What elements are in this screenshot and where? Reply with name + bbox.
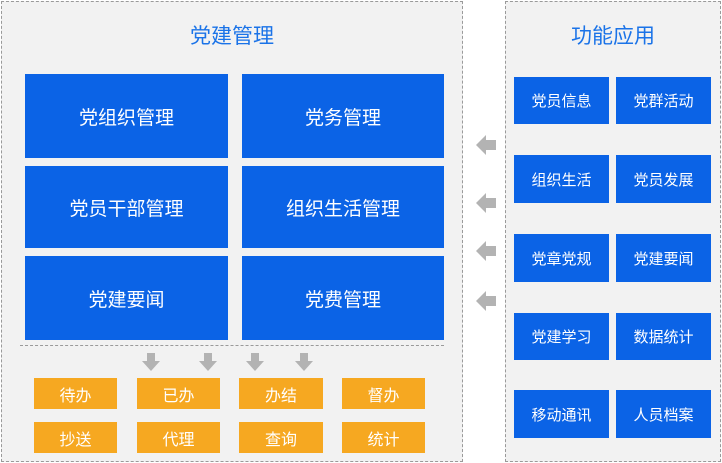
left-arrow-icon xyxy=(476,291,496,311)
module-party-organization[interactable]: 党组织管理 xyxy=(25,74,228,158)
func-party-news[interactable]: 党建要闻 xyxy=(616,234,711,282)
func-mobile-communication[interactable]: 移动通讯 xyxy=(514,390,609,438)
func-organization-life[interactable]: 组织生活 xyxy=(514,155,609,203)
func-personnel-archive[interactable]: 人员档案 xyxy=(616,390,711,438)
func-party-rules[interactable]: 党章党规 xyxy=(514,234,609,282)
module-organization-life[interactable]: 组织生活管理 xyxy=(242,166,444,248)
left-arrow-icon xyxy=(476,193,496,213)
func-member-info[interactable]: 党员信息 xyxy=(514,77,609,124)
func-member-development[interactable]: 党员发展 xyxy=(616,155,711,203)
left-arrow-icon xyxy=(476,135,496,155)
party-management-title: 党建管理 xyxy=(190,24,274,48)
module-party-news[interactable]: 党建要闻 xyxy=(25,256,228,340)
func-data-statistics[interactable]: 数据统计 xyxy=(616,313,711,360)
task-proxy[interactable]: 代理 xyxy=(137,422,220,453)
left-arrow-icon xyxy=(476,241,496,261)
task-query[interactable]: 查询 xyxy=(239,422,323,453)
module-party-affairs[interactable]: 党务管理 xyxy=(242,74,444,158)
task-done[interactable]: 已办 xyxy=(137,378,220,409)
task-cc[interactable]: 抄送 xyxy=(34,422,117,453)
module-party-cadres[interactable]: 党员干部管理 xyxy=(25,166,228,248)
down-arrow-icon xyxy=(295,353,313,371)
down-arrow-icon xyxy=(246,353,264,371)
task-supervise[interactable]: 督办 xyxy=(342,378,425,409)
task-statistics[interactable]: 统计 xyxy=(342,422,425,453)
task-todo[interactable]: 待办 xyxy=(34,378,117,409)
down-arrow-icon xyxy=(199,353,217,371)
task-completed[interactable]: 办结 xyxy=(239,378,323,409)
section-divider xyxy=(20,345,444,346)
down-arrow-icon xyxy=(142,353,160,371)
function-application-title: 功能应用 xyxy=(571,24,655,48)
function-application-panel: 功能应用 xyxy=(505,1,721,462)
func-mass-activity[interactable]: 党群活动 xyxy=(616,77,711,124)
func-party-study[interactable]: 党建学习 xyxy=(514,313,609,360)
module-party-fees[interactable]: 党费管理 xyxy=(242,256,444,340)
